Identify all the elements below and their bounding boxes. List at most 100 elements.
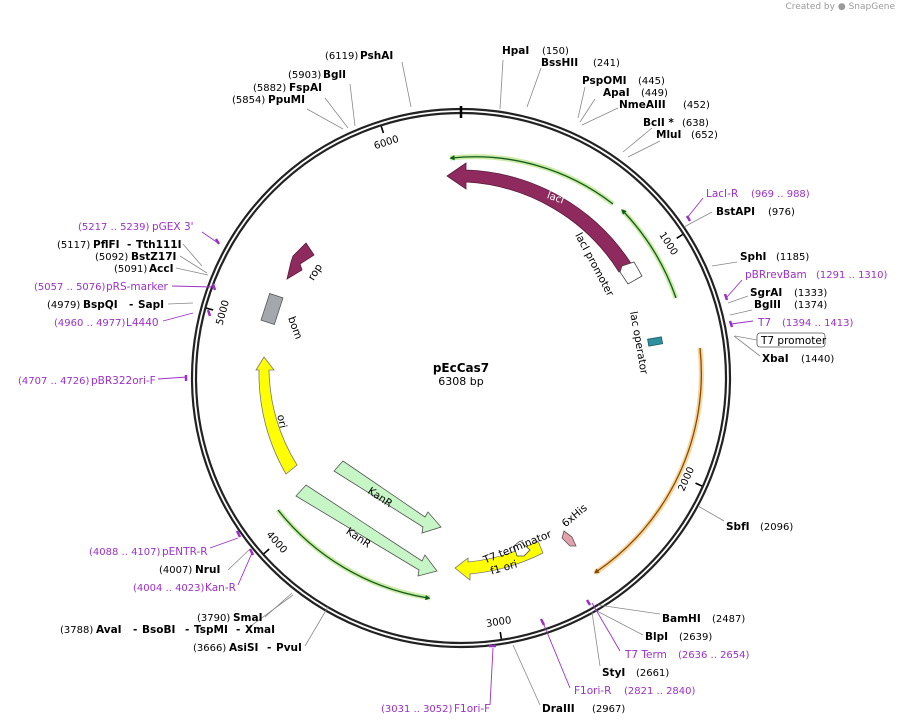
enzyme-pshai-pos: (6119): [325, 51, 358, 62]
enzyme-xbai-pos: (1440): [801, 354, 834, 365]
enzyme-bspqi-pos: (4979): [47, 300, 80, 311]
tick-label-1000: 1000: [656, 230, 679, 257]
rop-feature[interactable]: [286, 242, 315, 280]
enzyme-nmeaiii[interactable]: NmeAIII: [619, 99, 666, 111]
enzyme-bspqi[interactable]: BspQI: [83, 299, 118, 311]
enzyme-asisi[interactable]: AsiSI: [229, 642, 258, 654]
his-tag-label: 6xHis: [560, 502, 590, 530]
enzyme-tspmi-dash: -: [185, 624, 189, 636]
enzyme-bamhi[interactable]: BamHI: [662, 613, 701, 625]
enzyme-draiii[interactable]: DraIII: [542, 703, 575, 715]
enzyme-sapi[interactable]: SapI: [138, 299, 164, 311]
enzyme-fspai-pos: (5882): [253, 83, 286, 94]
his-tag-icon[interactable]: [561, 530, 577, 547]
enzyme-bglii[interactable]: BglII: [754, 299, 781, 311]
kanr-feature-1[interactable]: [333, 460, 442, 534]
enzyme-pshai[interactable]: PshAI: [360, 50, 393, 62]
primer-f1ori-r-range: (2821 .. 2840): [624, 686, 696, 697]
enzyme-pspomi-pos: (445): [638, 76, 665, 87]
enzyme-nrui[interactable]: NruI: [195, 564, 220, 576]
t7-terminator-icon[interactable]: [513, 540, 531, 557]
primer-l4440[interactable]: L4440: [126, 317, 159, 329]
t7-promoter-leader: [734, 335, 758, 341]
primer-pbrrevbam-range: (1291 .. 1310): [816, 270, 888, 281]
enzyme-bgli[interactable]: BglI: [323, 69, 346, 81]
enzyme-avai-pos: (3788): [60, 625, 93, 636]
lacI-feature[interactable]: [446, 162, 633, 273]
primer-f1ori-f[interactable]: F1ori-F: [454, 703, 490, 715]
enzyme-hpai-pos: (150): [542, 46, 569, 57]
enzyme-apai[interactable]: ApaI: [603, 87, 630, 99]
enzyme-mlui-pos: (652): [691, 130, 718, 141]
enzyme-pvui-dash: -: [267, 642, 271, 654]
primer-marks: [184, 215, 734, 648]
lac-operator-box[interactable]: [647, 336, 664, 347]
primer-kan-r-range: (4004 .. 4023): [133, 583, 205, 594]
enzyme-ppumi[interactable]: PpuMI: [268, 94, 305, 106]
primer-laci-r-range: (969 .. 988): [751, 189, 810, 200]
enzyme-sphi[interactable]: SphI: [740, 251, 766, 263]
primer-leaders: [157, 197, 754, 706]
primer-t7-term[interactable]: T7 Term: [624, 649, 667, 661]
enzyme-bcli[interactable]: BclI *: [643, 117, 674, 129]
enzyme-blpi[interactable]: BlpI: [645, 631, 668, 643]
orange-arc-line: [593, 347, 702, 574]
primer-f1ori-r[interactable]: F1ori-R: [574, 685, 611, 697]
lac-operator-label: lac operator: [627, 310, 650, 375]
enzyme-acci[interactable]: AccI: [149, 263, 173, 275]
t7-promoter-label: T7 promoter: [760, 335, 827, 347]
enzyme-asisi-pos: (3666): [193, 643, 226, 654]
enzyme-pflfi[interactable]: PflFI: [93, 239, 120, 251]
enzyme-bsshii-pos: (241): [593, 58, 620, 69]
enzyme-acci-pos: (5091): [114, 264, 147, 275]
bom-feature[interactable]: [260, 293, 284, 325]
enzyme-tspmi[interactable]: TspMI: [194, 624, 228, 636]
enzyme-smai-pos: (3790): [197, 613, 230, 624]
enzyme-sbfi[interactable]: SbfI: [726, 521, 750, 533]
tick-label-3000: 3000: [485, 615, 512, 630]
primer-pbr322ori-f[interactable]: pBR322ori-F: [91, 375, 156, 387]
enzyme-styi[interactable]: StyI: [602, 667, 625, 679]
primer-pgex3[interactable]: pGEX 3': [152, 221, 194, 233]
lacI-promoter-arrow-icon[interactable]: [619, 261, 643, 285]
enzyme-pvui[interactable]: PvuI: [276, 642, 302, 654]
primer-pentr-r-range: (4088 .. 4107): [89, 547, 161, 558]
primer-pentr-r[interactable]: pENTR-R: [162, 546, 208, 558]
primer-prs-marker[interactable]: pRS-marker: [106, 281, 169, 293]
enzyme-xbai[interactable]: XbaI: [762, 353, 789, 365]
enzyme-smai[interactable]: SmaI: [233, 612, 263, 624]
primer-kan-r[interactable]: Kan-R: [205, 582, 236, 594]
enzyme-bsobi[interactable]: BsoBI: [142, 624, 175, 636]
enzyme-pflfi-pos: (5117): [57, 240, 90, 251]
enzyme-nmeaiii-pos: (452): [683, 100, 710, 111]
primer-t7[interactable]: T7: [757, 317, 771, 329]
enzyme-tth111i[interactable]: Tth111I: [136, 239, 181, 251]
enzyme-labels-left: [167, 61, 412, 647]
enzyme-ppumi-pos: (5854): [232, 95, 265, 106]
enzyme-bstz17i[interactable]: BstZ17I: [131, 251, 176, 263]
enzyme-mlui[interactable]: MluI: [656, 129, 681, 141]
tick-label-4000: 4000: [264, 530, 289, 556]
rop-label: rop: [306, 261, 325, 282]
enzyme-bstz17i-pos: (5092): [95, 252, 128, 263]
enzyme-bsshii[interactable]: BssHII: [541, 57, 578, 69]
ori-feature[interactable]: [255, 356, 298, 475]
tick-mark-3000: [499, 631, 503, 640]
enzyme-sgrai[interactable]: SgrAI: [750, 287, 782, 299]
primer-laci-r[interactable]: LacI-R: [706, 188, 738, 200]
enzyme-avai[interactable]: AvaI: [96, 624, 122, 636]
enzyme-pspomi[interactable]: PspOMI: [582, 75, 627, 87]
kanr-feature-2[interactable]: [295, 484, 438, 577]
plasmid-length: 6308 bp: [438, 375, 483, 388]
enzyme-bstapi[interactable]: BstAPI: [716, 206, 755, 218]
primer-pbrrevbam[interactable]: pBRrevBam: [745, 269, 807, 281]
enzyme-fspai[interactable]: FspAI: [289, 82, 322, 94]
enzyme-bamhi-pos: (2487): [712, 614, 745, 625]
primer-text-group: LacI-R (969 .. 988) pBRrevBam (1291 .. 1…: [18, 188, 888, 715]
bom-label: bom: [285, 315, 304, 341]
watermark-prefix: Created by: [785, 2, 835, 12]
primer-f1ori-f-range: (3031 .. 3052): [381, 704, 453, 715]
enzyme-hpai[interactable]: HpaI: [502, 45, 529, 57]
enzyme-xmai[interactable]: XmaI: [245, 624, 275, 636]
